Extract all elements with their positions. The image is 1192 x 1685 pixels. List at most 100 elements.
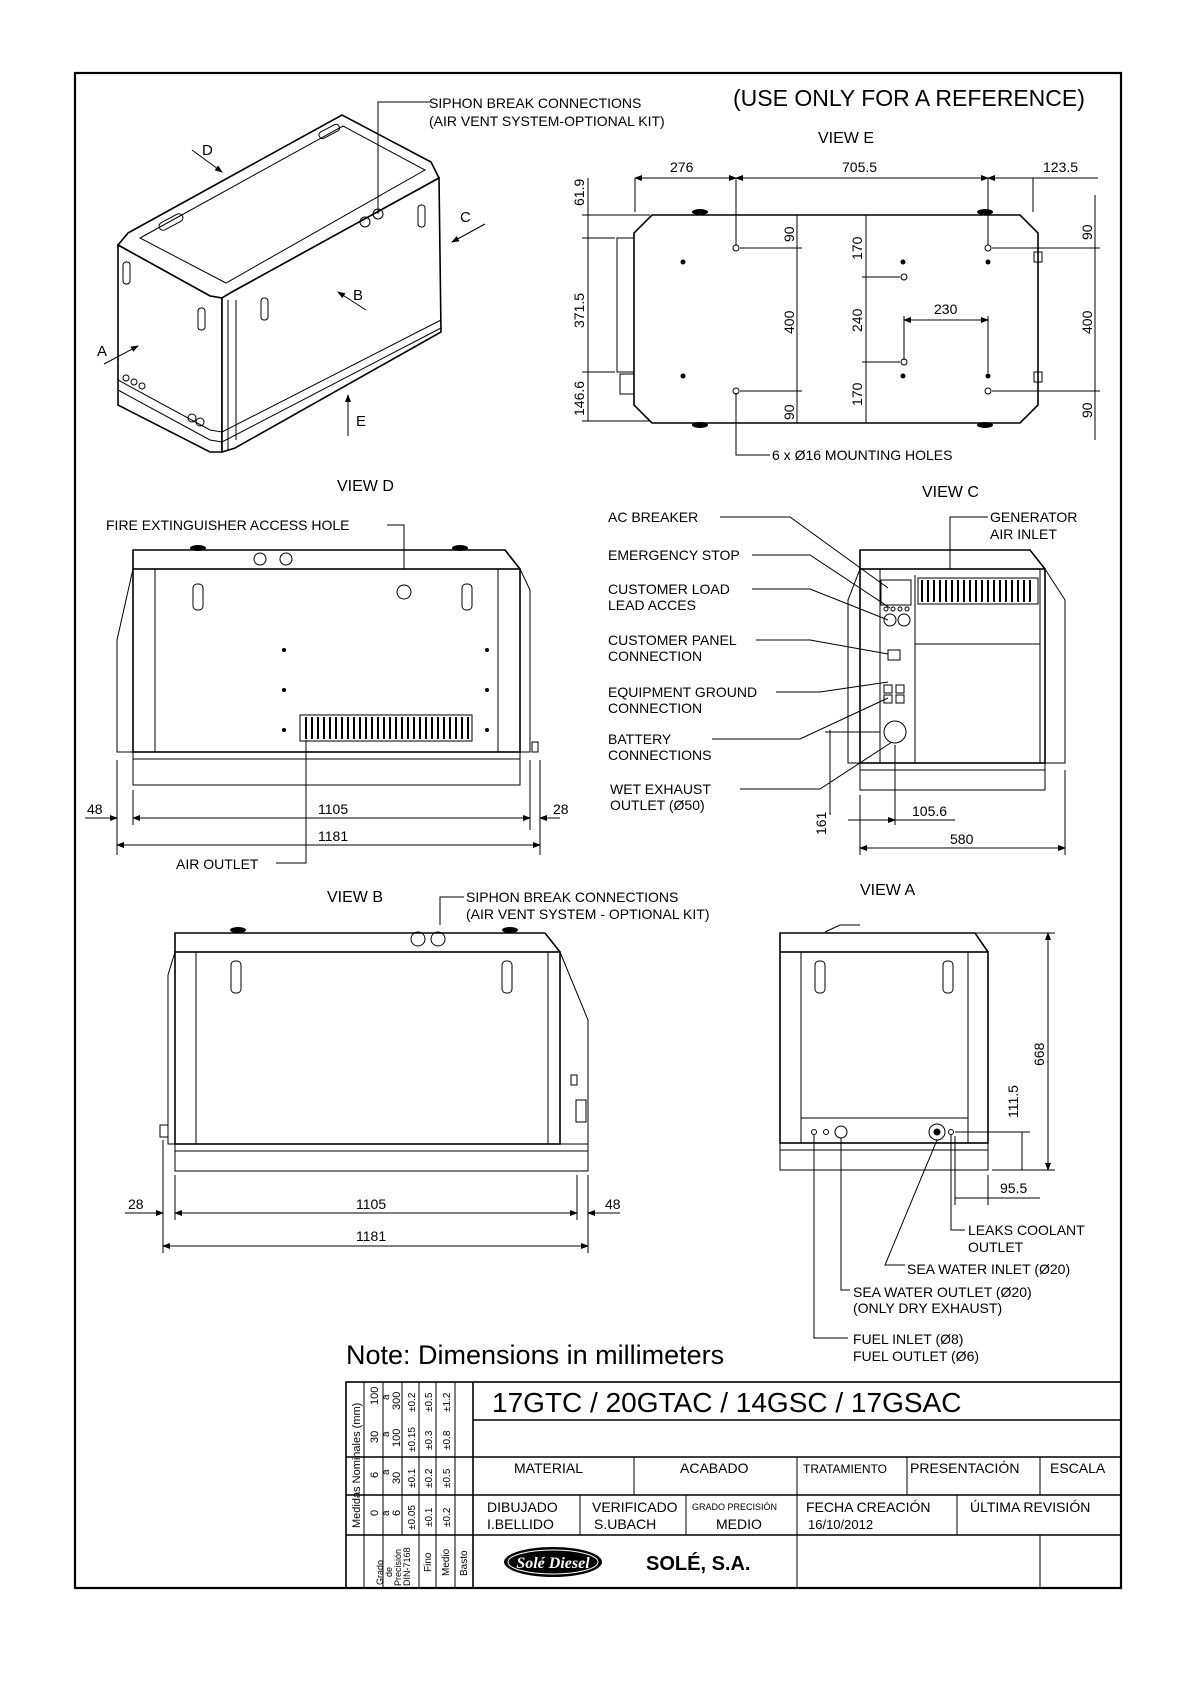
- ultima-label: ÚLTIMA REVISIÓN: [970, 1499, 1090, 1515]
- tol-r1-medio: ±0.5: [424, 1392, 435, 1412]
- reference-note: (USE ONLY FOR A REFERENCE): [733, 85, 1085, 111]
- view-c-callout-load-2: LEAD ACCES: [608, 597, 696, 613]
- view-e-inner-240: 240: [849, 308, 865, 332]
- view-b-title: VIEW B: [327, 889, 383, 906]
- iso-label-e: E: [356, 413, 366, 430]
- view-b-siphon-line1: SIPHON BREAK CONNECTIONS: [466, 889, 678, 905]
- sole-diesel-logo: Solé Diesel: [504, 1547, 602, 1577]
- view-e-holes-label: 6 x Ø16 MOUNTING HOLES: [772, 447, 952, 463]
- tol-r4-c: 6: [391, 1510, 403, 1516]
- view-d-fire-label: FIRE EXTINGUISHER ACCESS HOLE: [106, 517, 350, 533]
- logo-text: Solé Diesel: [516, 1555, 590, 1572]
- view-a-title: VIEW A: [860, 882, 915, 899]
- tol-r2-basto: ±0.8: [442, 1430, 453, 1450]
- view-c-callout-ground-2: CONNECTION: [608, 700, 702, 716]
- isometric-view: D C B A E SIPHON BREAK CONNECTIONS (AIR …: [97, 95, 665, 454]
- tol-r4-medio: ±0.1: [424, 1507, 435, 1527]
- tol-r1-a: 100: [369, 1387, 381, 1405]
- verificado-label: VERIFICADO: [592, 1499, 678, 1515]
- tol-r4-fino: ±0.05: [407, 1505, 418, 1530]
- view-e-dim-123: 123.5: [1043, 159, 1078, 175]
- company-name: SOLÉ, S.A.: [646, 1552, 750, 1575]
- tol-r4-basto: ±0.2: [442, 1507, 453, 1527]
- tol-r1-b: a: [381, 1394, 392, 1400]
- tol-fino: Fino: [423, 1552, 434, 1572]
- dimensions-note: Note: Dimensions in millimeters: [346, 1340, 724, 1370]
- tol-row-1: 100 a 300 ±0.2 ±0.5 ±1.2: [369, 1387, 453, 1412]
- fecha-label: FECHA CREACIÓN: [806, 1499, 930, 1515]
- iso-siphon-line1: SIPHON BREAK CONNECTIONS: [429, 95, 641, 111]
- view-e-dim-276: 276: [670, 159, 694, 175]
- view-e-inner-90b: 90: [781, 404, 797, 420]
- view-c-gen-air-2: AIR INLET: [990, 526, 1057, 542]
- view-e-dim-61: 61.9: [571, 179, 587, 206]
- view-a-sea-inlet: SEA WATER INLET (Ø20): [907, 1261, 1070, 1277]
- iso-siphon-line2: (AIR VENT SYSTEM-OPTIONAL KIT): [429, 113, 665, 129]
- view-e-inner-400a: 400: [781, 310, 797, 334]
- iso-label-b: B: [353, 287, 363, 304]
- view-b: VIEW B SIPHON BREAK CONNECTIONS (AIR VEN…: [125, 889, 709, 1253]
- view-b-dim-48: 48: [605, 1196, 621, 1212]
- view-c-title: VIEW C: [922, 484, 979, 501]
- title-block: Medidas Nominales (mm) 100 a 300 ±0.2 ±0…: [345, 1381, 1122, 1589]
- view-a-dim-111: 111.5: [1005, 1085, 1021, 1118]
- view-c-callout-battery-1: BATTERY: [608, 731, 672, 747]
- tol-r4-b: a: [381, 1510, 392, 1516]
- fecha-value: 16/10/2012: [808, 1517, 873, 1532]
- tol-r2-fino: ±0.15: [407, 1427, 418, 1452]
- view-c-callout-exhaust-1: WET EXHAUST: [610, 781, 711, 797]
- iso-label-a: A: [97, 343, 107, 360]
- view-d-title: VIEW D: [337, 478, 394, 495]
- tol-r1-c: 300: [391, 1392, 403, 1410]
- tol-r2-c: 100: [391, 1429, 403, 1447]
- tol-r3-b: a: [381, 1469, 392, 1475]
- model-title: 17GTC / 20GTAC / 14GSC / 17GSAC: [492, 1387, 961, 1418]
- view-a-dim-668: 668: [1031, 1042, 1047, 1066]
- grado-value: MEDIO: [716, 1516, 762, 1532]
- view-e-inner-90d: 90: [1079, 402, 1095, 418]
- view-a-sea-outlet-1: SEA WATER OUTLET (Ø20): [853, 1284, 1032, 1300]
- view-c-callout-estop: EMERGENCY STOP: [608, 547, 740, 563]
- tol-basto: Basto: [459, 1550, 470, 1576]
- tol-grade-2: de: [384, 1567, 394, 1577]
- iso-label-c: C: [460, 209, 471, 226]
- view-a-leaks-2: OUTLET: [968, 1239, 1024, 1255]
- view-c-callout-panel-2: CONNECTION: [608, 648, 702, 664]
- view-c-callout-battery-2: CONNECTIONS: [608, 747, 711, 763]
- view-a-leaks-1: LEAKS COOLANT: [968, 1222, 1085, 1238]
- tol-r4-a: 0: [369, 1510, 381, 1516]
- tol-r3-fino: ±0.1: [407, 1468, 418, 1488]
- view-a-fuel-outlet: FUEL OUTLET (Ø6): [853, 1348, 979, 1364]
- view-e-inner-230: 230: [934, 301, 958, 317]
- view-a-sea-outlet-2: (ONLY DRY EXHAUST): [853, 1300, 1002, 1316]
- view-e-dim-371: 371.5: [571, 293, 587, 328]
- tol-r3-a: 6: [369, 1472, 381, 1478]
- view-e-inner-170a: 170: [849, 236, 865, 260]
- view-b-dim-1105: 1105: [356, 1196, 386, 1212]
- hdr-presentacion: PRESENTACIÓN: [910, 1460, 1019, 1476]
- tol-r1-basto: ±1.2: [442, 1392, 453, 1412]
- view-d: VIEW D FIRE EXTINGUISHER ACCESS HOLE: [85, 478, 569, 872]
- view-c-dim-580: 580: [950, 831, 974, 847]
- hdr-escala: ESCALA: [1050, 1460, 1106, 1476]
- tol-r2-b: a: [381, 1431, 392, 1437]
- view-c-dim-161: 161: [813, 811, 829, 835]
- view-d-dim-1181: 1181: [318, 828, 348, 844]
- view-a: VIEW A 668 111.5 95.5 LEAKS C: [779, 882, 1085, 1364]
- view-e-inner-90a: 90: [781, 226, 797, 242]
- view-c-callout-exhaust-2: OUTLET (Ø50): [610, 797, 705, 813]
- view-c-callout-ac-breaker: AC BREAKER: [608, 509, 698, 525]
- view-d-dim-48: 48: [87, 801, 103, 817]
- dibujado-value: I.BELLIDO: [487, 1516, 554, 1532]
- view-e-inner-90c: 90: [1079, 224, 1095, 240]
- view-e-dim-705: 705.5: [842, 159, 877, 175]
- view-c-callout-load-1: CUSTOMER LOAD: [608, 581, 730, 597]
- hdr-tratamiento: TRATAMIENTO: [803, 1462, 887, 1476]
- iso-label-d: D: [202, 142, 213, 159]
- tol-medio: Medio: [441, 1548, 452, 1576]
- view-e-title: VIEW E: [818, 130, 874, 147]
- view-b-siphon-line2: (AIR VENT SYSTEM - OPTIONAL KIT): [466, 906, 709, 922]
- tol-r3-basto: ±0.5: [442, 1468, 453, 1488]
- view-e: VIEW E 276 705.5 123.5: [571, 130, 1100, 463]
- view-c-dim-105: 105.6: [912, 803, 947, 819]
